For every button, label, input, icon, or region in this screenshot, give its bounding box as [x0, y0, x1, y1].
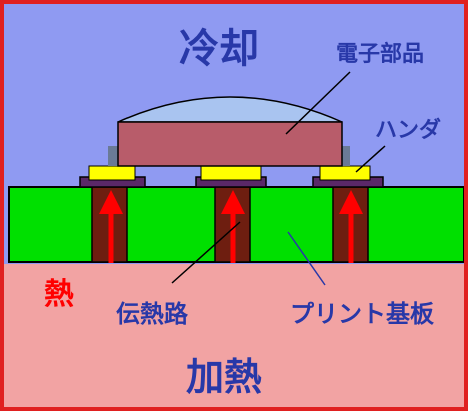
leader-line-solder — [355, 145, 386, 173]
heat-arrow-head — [339, 190, 363, 214]
component-body — [117, 121, 343, 167]
component-lead — [340, 146, 350, 166]
heating-zone — [4, 264, 464, 407]
solder-joint — [319, 165, 371, 181]
solder-joint — [200, 165, 262, 181]
solder-joint — [88, 165, 136, 181]
label-solder: ハンダ — [375, 117, 441, 143]
heat-flow-arrows — [99, 190, 363, 263]
leader-line-pcb — [287, 231, 326, 286]
heat-arrow-head — [221, 190, 245, 214]
leader-line-thermal-via — [171, 221, 241, 284]
label-heating: 加熱 — [186, 355, 262, 399]
label-pcb: プリント基板 — [290, 300, 435, 328]
label-component: 電子部品 — [336, 41, 424, 67]
label-thermal-via: 伝熱路 — [116, 300, 189, 328]
leader-line-component — [285, 71, 351, 135]
label-cooling: 冷却 — [179, 26, 259, 72]
component-lead — [108, 146, 118, 166]
label-heat: 熱 — [44, 277, 74, 312]
component-dome — [117, 96, 343, 123]
heat-arrow-head — [99, 190, 123, 214]
